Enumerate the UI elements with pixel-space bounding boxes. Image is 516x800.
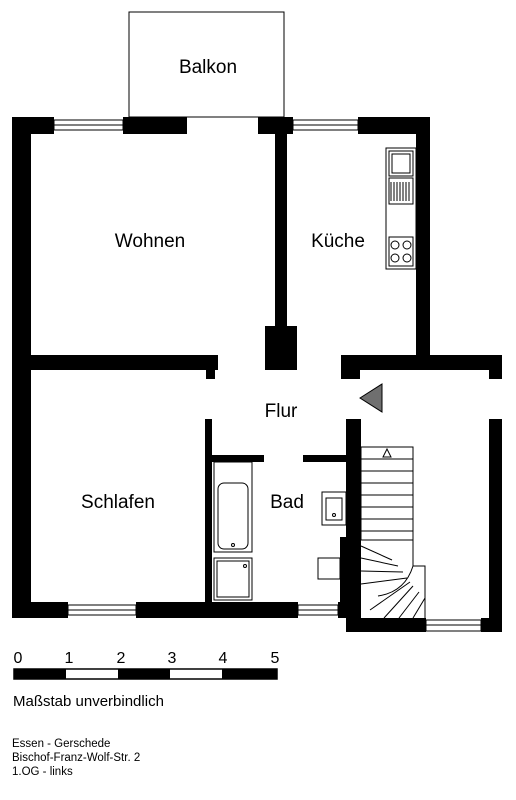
windows bbox=[53, 119, 482, 632]
room-label-living: Wohnen bbox=[115, 231, 185, 252]
scale-tick: 5 bbox=[271, 650, 280, 667]
balcony bbox=[128, 11, 285, 118]
window-stairwell bbox=[425, 619, 482, 632]
scale-tick: 4 bbox=[219, 650, 228, 667]
shower-tray-icon bbox=[213, 557, 253, 601]
walls bbox=[12, 117, 502, 632]
staircase bbox=[360, 446, 426, 619]
address-city: Essen - Gerschede bbox=[12, 738, 111, 750]
washbasin-icon bbox=[321, 491, 347, 526]
address-block: Essen - Gerschede Bischof-Franz-Wolf-Str… bbox=[12, 737, 140, 779]
kitchen-counter bbox=[385, 147, 417, 270]
drainer-icon bbox=[388, 177, 414, 205]
sink-icon bbox=[388, 150, 414, 177]
window-kitchen bbox=[292, 119, 359, 131]
room-label-balcony: Balkon bbox=[179, 57, 237, 78]
address-street: Bischof-Franz-Wolf-Str. 2 bbox=[12, 752, 141, 764]
stair-direction-icon bbox=[382, 447, 392, 458]
scale-tick: 1 bbox=[65, 650, 74, 667]
scale-tick: 0 bbox=[14, 650, 23, 667]
room-label-bedroom: Schlafen bbox=[81, 492, 155, 513]
window-bath bbox=[297, 604, 339, 616]
entrance-arrow-icon bbox=[359, 383, 383, 413]
room-label-kitchen: Küche bbox=[311, 231, 365, 252]
scale-tick: 2 bbox=[117, 650, 126, 667]
bath-fixtures bbox=[213, 461, 347, 601]
room-label-bath: Bad bbox=[270, 492, 304, 513]
bathtub-icon bbox=[213, 461, 253, 553]
toilet-icon bbox=[317, 557, 341, 580]
address-floor: 1.OG - links bbox=[12, 766, 73, 778]
scale-disclaimer: Maßstab unverbindlich bbox=[13, 693, 164, 710]
scale-bar: 0 1 2 3 4 5 bbox=[13, 650, 280, 680]
window-bedroom bbox=[67, 604, 137, 616]
room-label-hall: Flur bbox=[265, 401, 298, 422]
window-living bbox=[53, 119, 124, 131]
stove-icon bbox=[388, 236, 414, 267]
scale-tick: 3 bbox=[168, 650, 177, 667]
